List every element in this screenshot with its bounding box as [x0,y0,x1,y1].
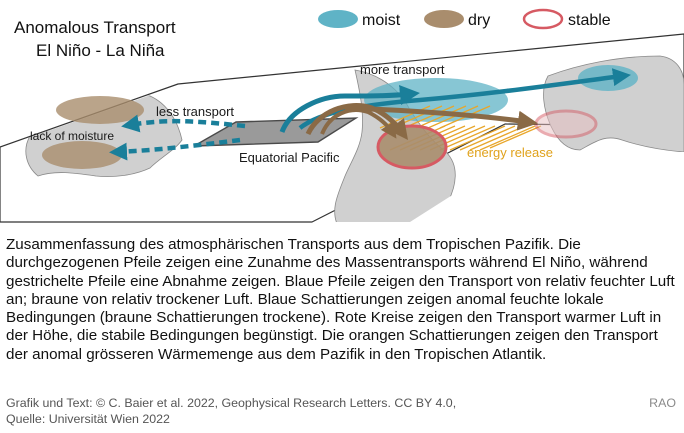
dry-region-south [42,141,122,169]
dry-transport-arrow-africa [344,105,538,131]
legend: moist dry stable [318,8,611,30]
legend-moist-swatch [318,10,358,28]
stable-circle-africa [534,109,598,139]
label-lack-of-moisture: lack of moisture [30,129,114,143]
credit-line-2: Quelle: Universität Wien 2022 [6,411,170,426]
energy-release-hatching [379,105,542,151]
less-transport-arrow-north [121,114,246,133]
transport-diagram: Anomalous Transport El Niño - La Niña mo… [0,8,684,223]
watermark-rao: RAO [649,396,676,410]
dry-region-north [56,96,144,124]
label-energy-release: energy release [467,145,553,160]
credit-line-1: Grafik und Text: © C. Baier et al. 2022,… [6,396,457,410]
credit: Grafik und Text: © C. Baier et al. 2022,… [6,396,456,427]
dry-transport-arrow-loop [320,108,397,139]
stable-circle-south-america [376,124,448,170]
label-less-transport: less transport [156,104,234,119]
legend-stable-swatch [522,8,564,30]
title-line-1: Anomalous Transport [14,18,176,37]
more-transport-arrow-caribbean [279,85,420,134]
figure-caption: Zusammenfassung des atmosphärischen Tran… [6,236,675,363]
legend-dry-label: dry [468,12,490,29]
legend-dry-swatch [424,10,464,28]
legend-moist-label: moist [362,12,401,29]
label-equatorial-pacific: Equatorial Pacific [239,150,340,165]
legend-stable-label: stable [568,12,611,29]
label-more-transport: more transport [360,62,445,77]
title-line-2: El Niño - La Niña [36,41,165,60]
less-transport-arrow-south [109,137,241,161]
